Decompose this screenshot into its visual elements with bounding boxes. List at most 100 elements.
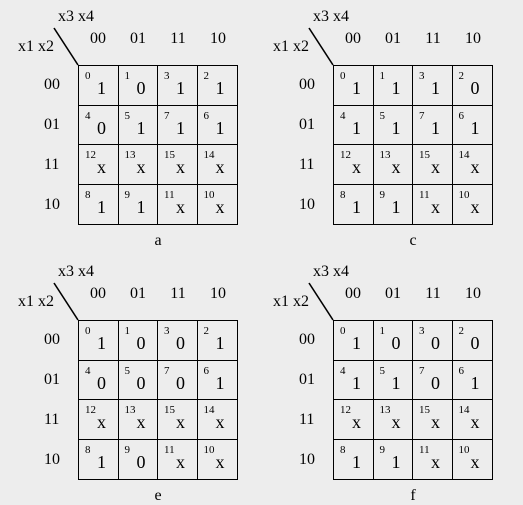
cell-index: 12: [85, 404, 96, 416]
cell-index: 6: [458, 364, 465, 377]
cell-value: x: [136, 157, 146, 177]
cell-index: 14: [203, 149, 215, 161]
cell-index: 0: [340, 70, 346, 82]
cell-index: 4: [340, 109, 346, 122]
header-divider-line: [53, 27, 79, 66]
row-label: 01: [299, 371, 315, 388]
cell-value: 0: [97, 372, 106, 393]
cell-value: 0: [136, 451, 146, 472]
cell-value: x: [352, 412, 361, 432]
cell-value: 0: [176, 372, 185, 393]
column-variables-label: x3 x4: [313, 263, 349, 280]
cell-index: 13: [379, 404, 391, 416]
cell-value: x: [431, 451, 440, 472]
cell-index: 14: [458, 149, 470, 161]
header-divider-line: [308, 282, 334, 321]
column-label: 01: [130, 285, 146, 302]
cell-index: 8: [85, 188, 91, 201]
cell-index: 8: [340, 188, 346, 201]
column-variables-label: x3 x4: [58, 263, 94, 280]
row-label: 11: [299, 411, 315, 428]
row-variables-label: x1 x2: [18, 293, 54, 310]
cell-index: 9: [379, 188, 386, 201]
cell-index: 3: [419, 70, 425, 82]
cell-index: 15: [419, 149, 430, 161]
cell-index: 9: [124, 188, 131, 201]
column-variables-label: x3 x4: [313, 8, 349, 25]
row-label: 11: [44, 411, 60, 428]
cell-index: 3: [164, 70, 170, 82]
cell-value: x: [97, 157, 106, 177]
row-label: 00: [44, 331, 60, 348]
cell-index: 1: [379, 70, 386, 82]
cell-value: 1: [136, 117, 146, 138]
column-label: 11: [425, 285, 441, 302]
map-caption: f: [410, 487, 416, 504]
cell-index: 7: [419, 109, 425, 122]
row-label: 01: [44, 371, 60, 388]
cell-value: x: [470, 451, 480, 472]
map-caption: e: [154, 487, 162, 504]
cell-value: 0: [97, 117, 106, 138]
cell-index: 6: [203, 109, 210, 122]
cell-value: 1: [352, 333, 361, 353]
cell-index: 5: [379, 364, 386, 377]
cell-index: 9: [379, 443, 386, 456]
column-label: 10: [210, 30, 226, 47]
cell-index: 10: [203, 443, 215, 456]
cell-value: 1: [176, 78, 185, 98]
row-label: 01: [44, 116, 60, 133]
cell-index: 4: [85, 364, 91, 377]
cell-index: 11: [419, 188, 430, 201]
cell-value: x: [215, 157, 225, 177]
cell-index: 15: [419, 404, 430, 416]
cell-value: 0: [176, 333, 185, 353]
cell-index: 10: [458, 443, 470, 456]
column-label: 00: [90, 285, 106, 302]
cell-value: 1: [215, 333, 225, 353]
column-label: 00: [90, 30, 106, 47]
cell-index: 2: [458, 325, 465, 337]
column-label: 11: [170, 285, 186, 302]
cell-index: 11: [164, 188, 175, 201]
cell-index: 3: [164, 325, 170, 337]
row-label: 00: [299, 331, 315, 348]
row-label: 11: [299, 156, 315, 173]
cell-value: x: [215, 196, 225, 217]
cell-index: 15: [164, 149, 175, 161]
cell-index: 11: [419, 443, 430, 456]
cell-index: 14: [458, 404, 470, 416]
row-label: 10: [44, 196, 60, 213]
cell-value: x: [176, 157, 185, 177]
cell-value: x: [470, 157, 480, 177]
cell-value: 0: [431, 333, 440, 353]
cell-value: 1: [215, 117, 225, 138]
